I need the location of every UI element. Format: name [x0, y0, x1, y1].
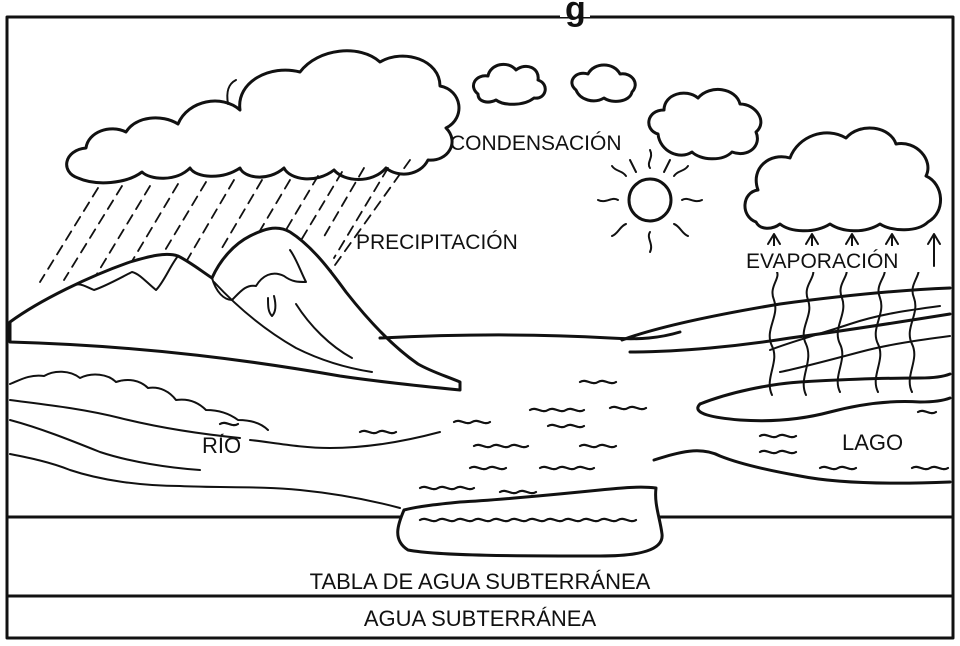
label-river: RÍO — [202, 433, 241, 458]
label-evaporation: EVAPORACIÓN — [746, 250, 898, 273]
small-clouds — [472, 62, 763, 161]
title-fragment: g — [565, 0, 586, 28]
rain-streaks — [39, 159, 411, 283]
groundwater-pocket — [396, 485, 664, 558]
label-precipitation: PRECIPITACIÓN — [356, 231, 518, 254]
lake-shore — [652, 449, 952, 485]
label-condensation: CONDENSACIÓN — [450, 132, 622, 155]
label-lake: LAGO — [842, 430, 903, 455]
sun-icon — [597, 149, 703, 253]
evaporation-arrows — [767, 233, 941, 396]
evaporation-cloud — [743, 126, 942, 233]
vegetation — [9, 305, 951, 509]
label-groundwater: AGUA SUBTERRÁNEA — [364, 606, 597, 631]
lake-outline — [378, 286, 952, 423]
diagram-frame — [5, 15, 955, 640]
rain-cloud-large — [65, 49, 461, 185]
mountains — [8, 226, 462, 392]
label-water-table: TABLA DE AGUA SUBTERRÁNEA — [310, 569, 651, 594]
